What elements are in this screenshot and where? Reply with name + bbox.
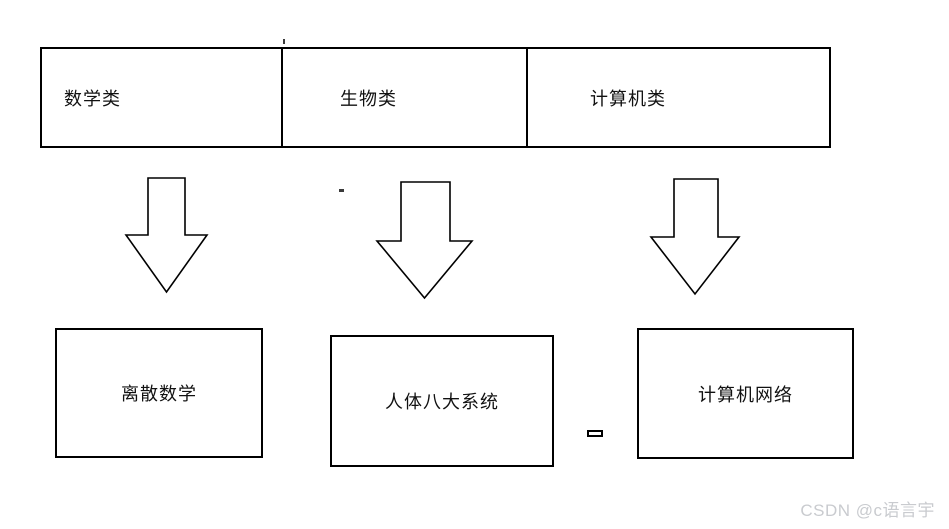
arrow-down-icon-biology <box>375 180 474 300</box>
watermark-text: CSDN @c语言宇 <box>800 501 935 520</box>
category-cell-biology[interactable]: 生物类 <box>281 49 526 146</box>
category-table: 数学类 生物类 计算机类 <box>40 47 831 148</box>
category-label-biology: 生物类 <box>340 88 397 109</box>
course-box-discrete-math[interactable]: 离散数学 <box>55 328 263 458</box>
dash-mark-lower <box>587 430 603 437</box>
category-label-computer: 计算机类 <box>590 88 666 109</box>
course-label-discrete-math: 离散数学 <box>121 384 197 404</box>
course-label-computer-network: 计算机网络 <box>698 384 793 405</box>
category-cell-computer[interactable]: 计算机类 <box>526 49 829 146</box>
arrow-down-icon-computer <box>649 177 741 296</box>
course-box-computer-network[interactable]: 计算机网络 <box>637 328 854 459</box>
category-cell-math[interactable]: 数学类 <box>42 49 281 146</box>
course-box-human-systems[interactable]: 人体八大系统 <box>330 335 554 467</box>
dot-mark-middle <box>339 189 344 192</box>
course-label-human-systems: 人体八大系统 <box>385 392 499 412</box>
arrow-down-icon-math <box>124 176 209 294</box>
category-label-math: 数学类 <box>64 88 121 109</box>
tick-mark-top <box>283 39 285 44</box>
